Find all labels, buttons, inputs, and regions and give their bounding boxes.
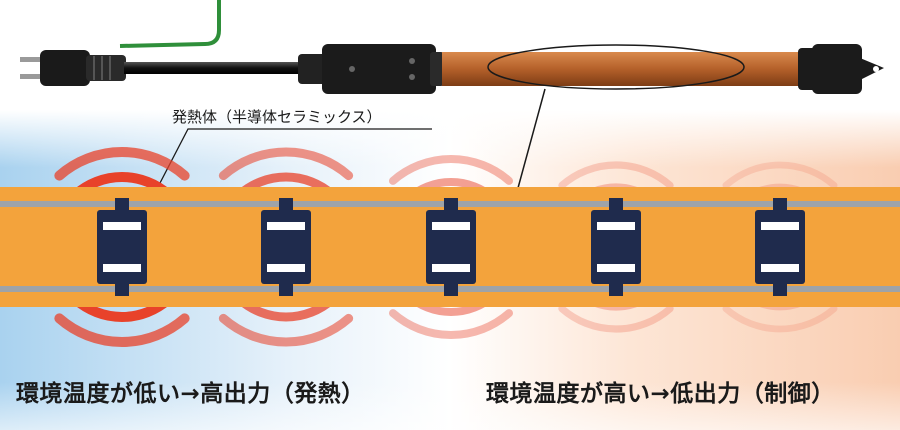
heat-wave-arc: [558, 305, 674, 333]
heat-wave-arc: [722, 305, 838, 333]
heat-wave-arc: [218, 147, 354, 181]
heat-wave-arc: [558, 161, 674, 189]
power-cord: [124, 62, 324, 74]
heating-elements: [97, 198, 805, 296]
heater-end-cap: [798, 44, 884, 94]
heat-wave-arc: [722, 161, 838, 189]
semiconductor-ceramic-element: [426, 198, 476, 296]
heat-wave-arc: [388, 309, 514, 339]
heat-wave-arc: [54, 313, 190, 347]
semiconductor-ceramic-element: [97, 198, 147, 296]
zoom-leader-line: [517, 88, 546, 189]
semiconductor-ceramic-element: [261, 198, 311, 296]
low-temperature-caption: 環境温度が低い→高出力（発熱）: [16, 381, 365, 407]
heat-wave-arc: [218, 313, 354, 347]
semiconductor-ceramic-element: [755, 198, 805, 296]
power-plug-icon: [20, 50, 126, 86]
controller-box: [298, 44, 444, 94]
detail-highlight-ellipse: [487, 44, 745, 90]
semiconductor-ceramic-element: [591, 198, 641, 296]
green-wire: [119, 0, 221, 48]
callout-label: 発熱体（半導体セラミックス）: [172, 108, 382, 126]
high-temperature-caption: 環境温度が高い→低出力（制御）: [486, 381, 835, 407]
heater-body: [442, 52, 804, 86]
heat-wave-arc: [54, 147, 190, 181]
heat-wave-arc: [388, 155, 514, 185]
